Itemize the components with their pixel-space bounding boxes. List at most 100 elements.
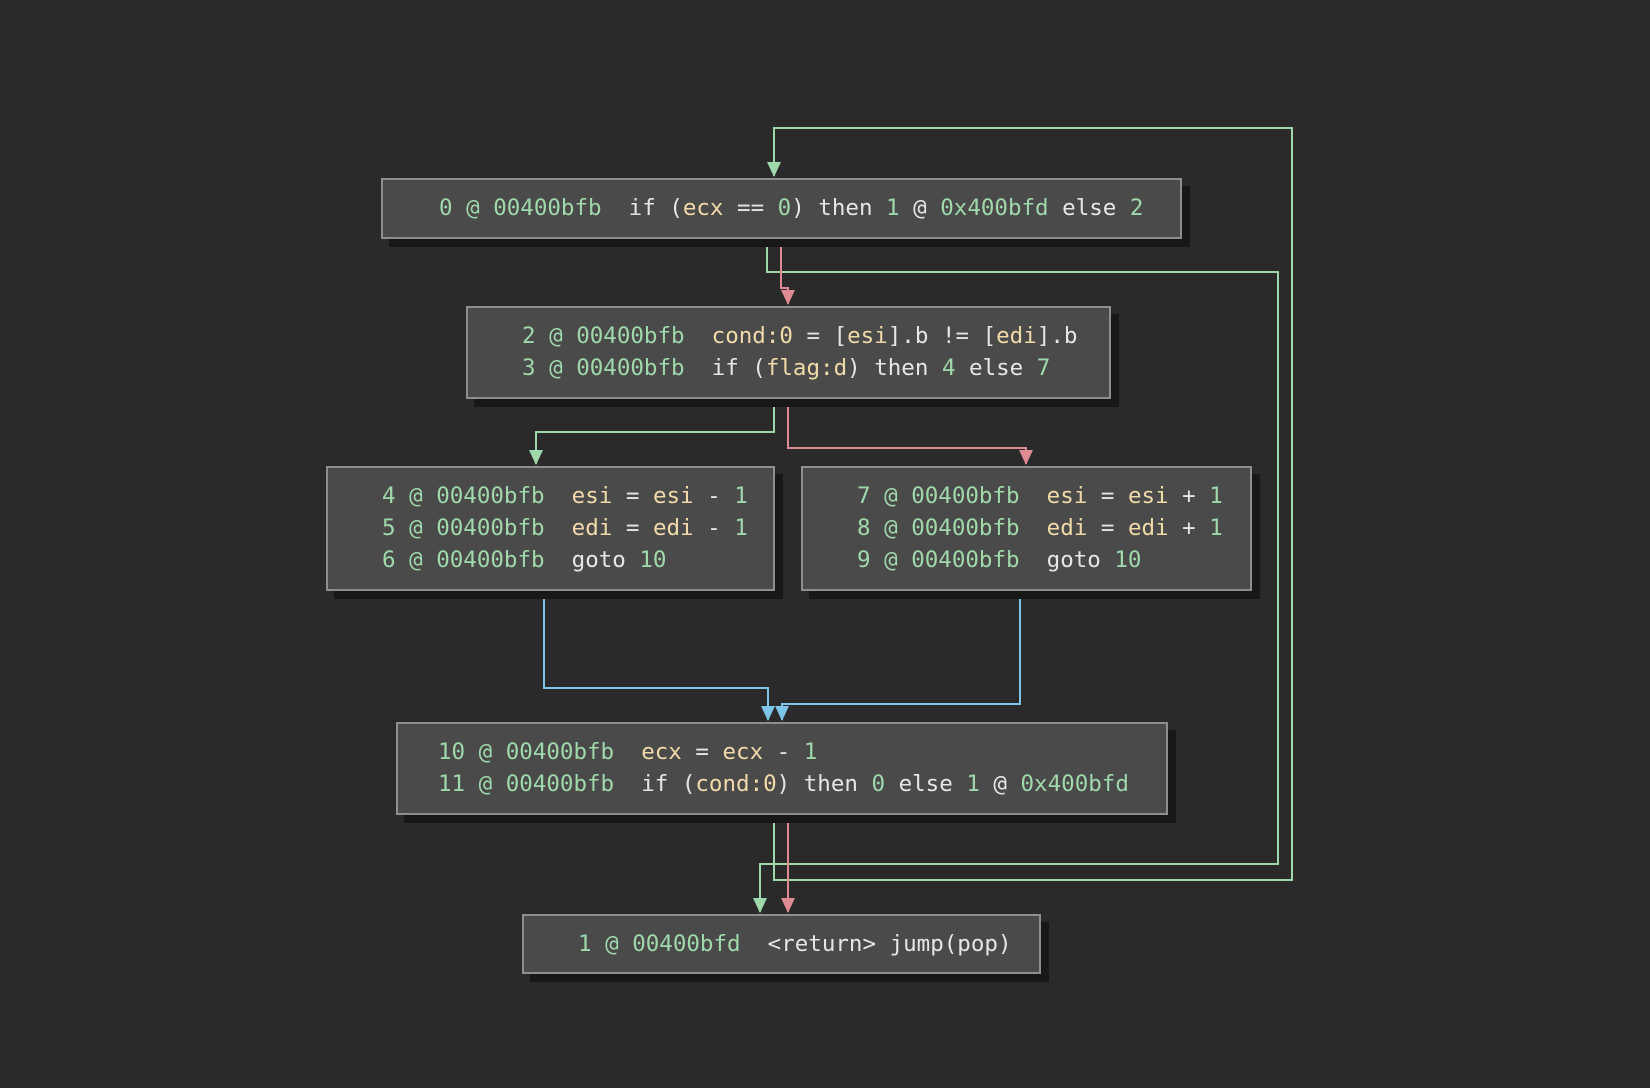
edge-arrowhead-icon	[781, 290, 795, 305]
token-var[interactable]: ecx	[682, 195, 724, 221]
at-sign: @	[395, 515, 437, 541]
token-var[interactable]: esi	[1046, 483, 1088, 509]
instruction-line[interactable]: 8 @ 00400bfb edi = edi + 1	[857, 512, 1223, 544]
token-var[interactable]: esi	[1127, 483, 1169, 509]
basic-block-1[interactable]: 1 @ 00400bfd <return> jump(pop)	[522, 914, 1041, 974]
instruction-address: 00400bfd	[632, 931, 741, 957]
edge-block-2-to-block-4[interactable]	[535, 399, 775, 464]
token-var[interactable]: edi	[571, 515, 613, 541]
token-num: 1	[1209, 515, 1223, 541]
spacer	[545, 515, 572, 541]
instruction-address: 00400bfb	[911, 483, 1020, 509]
instruction-address: 00400bfb	[493, 195, 602, 221]
edge-arrowhead-icon	[761, 706, 775, 721]
token-kw: goto	[571, 547, 640, 573]
instruction-address: 00400bfb	[576, 323, 685, 349]
token-kw: else	[955, 355, 1037, 381]
at-sign: @	[591, 931, 633, 957]
instruction-line[interactable]: 10 @ 00400bfb ecx = ecx - 1	[438, 736, 1129, 768]
spacer	[1020, 547, 1047, 573]
token-var[interactable]: edi	[996, 323, 1037, 349]
spacer	[685, 355, 712, 381]
token-op: ].b	[1036, 323, 1078, 349]
instruction-address: 00400bfb	[911, 547, 1020, 573]
token-kw: if (	[628, 195, 683, 221]
token-num: 1	[886, 195, 900, 221]
spacer	[545, 483, 572, 509]
edge-block-4-to-block-10[interactable]	[543, 591, 769, 720]
instruction-index: 8	[857, 515, 871, 541]
edge-arrowhead-icon	[781, 898, 795, 913]
token-op: =	[612, 515, 653, 541]
token-op: =	[681, 739, 723, 765]
edge-block-0-to-block-1[interactable]	[759, 239, 1279, 912]
token-op: +	[1168, 483, 1210, 509]
token-num: 4	[941, 355, 956, 381]
instruction-address: 00400bfb	[436, 515, 545, 541]
instruction-line[interactable]: 9 @ 00400bfb goto 10	[857, 544, 1223, 576]
block-lines: 1 @ 00400bfd <return> jump(pop)	[578, 928, 1012, 960]
token-op: -	[693, 483, 735, 509]
instruction-line[interactable]: 6 @ 00400bfb goto 10	[382, 544, 748, 576]
at-sign: @	[465, 739, 506, 765]
basic-block-0[interactable]: 0 @ 00400bfb if (ecx == 0) then 1 @ 0x40…	[381, 178, 1182, 239]
token-kw: else	[885, 771, 967, 797]
token-var[interactable]: edi	[1127, 515, 1169, 541]
instruction-index: 6	[382, 547, 396, 573]
token-var[interactable]: cond:0	[711, 323, 793, 349]
token-var[interactable]: flag:d	[765, 355, 848, 381]
token-kw: else	[1048, 195, 1130, 221]
instruction-index: 1	[578, 931, 592, 957]
token-num: 2	[1129, 195, 1144, 221]
edge-arrowhead-icon	[753, 898, 767, 913]
token-var[interactable]: ecx	[722, 739, 764, 765]
token-var[interactable]: edi	[1046, 515, 1088, 541]
instruction-line[interactable]: 0 @ 00400bfb if (ecx == 0) then 1 @ 0x40…	[439, 192, 1143, 224]
instruction-line[interactable]: 5 @ 00400bfb edi = edi - 1	[382, 512, 748, 544]
block-lines: 2 @ 00400bfb cond:0 = [esi].b != [edi].b…	[522, 320, 1077, 384]
edge-block-7-to-block-10[interactable]	[781, 591, 1021, 720]
edge-block-10-to-block-0[interactable]	[773, 127, 1293, 881]
edge-block-2-to-block-7[interactable]	[787, 399, 1027, 464]
instruction-line[interactable]: 4 @ 00400bfb esi = esi - 1	[382, 480, 748, 512]
token-var[interactable]: cond:0	[695, 771, 777, 797]
token-kw: ) then	[791, 195, 887, 221]
token-num: 1	[803, 739, 818, 765]
token-var[interactable]: edi	[652, 515, 694, 541]
at-sign: @	[395, 483, 437, 509]
spacer	[741, 931, 768, 957]
token-op: ].b != [	[887, 323, 997, 349]
token-kw: ) then	[776, 771, 872, 797]
token-op: =	[612, 483, 653, 509]
instruction-index: 7	[857, 483, 871, 509]
edge-arrowhead-icon	[767, 162, 781, 177]
at-sign: @	[535, 323, 577, 349]
token-num: 1	[966, 771, 980, 797]
token-num: 7	[1036, 355, 1051, 381]
token-kw: <return> jump(pop)	[767, 931, 1012, 957]
token-var[interactable]: esi	[571, 483, 613, 509]
instruction-line[interactable]: 2 @ 00400bfb cond:0 = [esi].b != [edi].b	[522, 320, 1077, 352]
instruction-address: 00400bfb	[436, 547, 545, 573]
instruction-address: 00400bfb	[911, 515, 1020, 541]
basic-block-2[interactable]: 2 @ 00400bfb cond:0 = [esi].b != [edi].b…	[466, 306, 1111, 399]
instruction-line[interactable]: 7 @ 00400bfb esi = esi + 1	[857, 480, 1223, 512]
token-var[interactable]: esi	[847, 323, 888, 349]
instruction-line[interactable]: 11 @ 00400bfb if (cond:0) then 0 else 1 …	[438, 768, 1129, 800]
token-num: 10	[639, 547, 667, 573]
instruction-address: 00400bfb	[576, 355, 685, 381]
token-var[interactable]: esi	[652, 483, 694, 509]
token-var[interactable]: ecx	[641, 739, 682, 765]
token-num: 0x400bfd	[940, 195, 1049, 221]
edge-arrowhead-icon	[529, 450, 543, 465]
token-num: 0	[871, 771, 886, 797]
instruction-line[interactable]: 3 @ 00400bfb if (flag:d) then 4 else 7	[522, 352, 1077, 384]
token-num: 1	[734, 515, 748, 541]
instruction-line[interactable]: 1 @ 00400bfd <return> jump(pop)	[578, 928, 1012, 960]
instruction-index: 3	[522, 355, 536, 381]
